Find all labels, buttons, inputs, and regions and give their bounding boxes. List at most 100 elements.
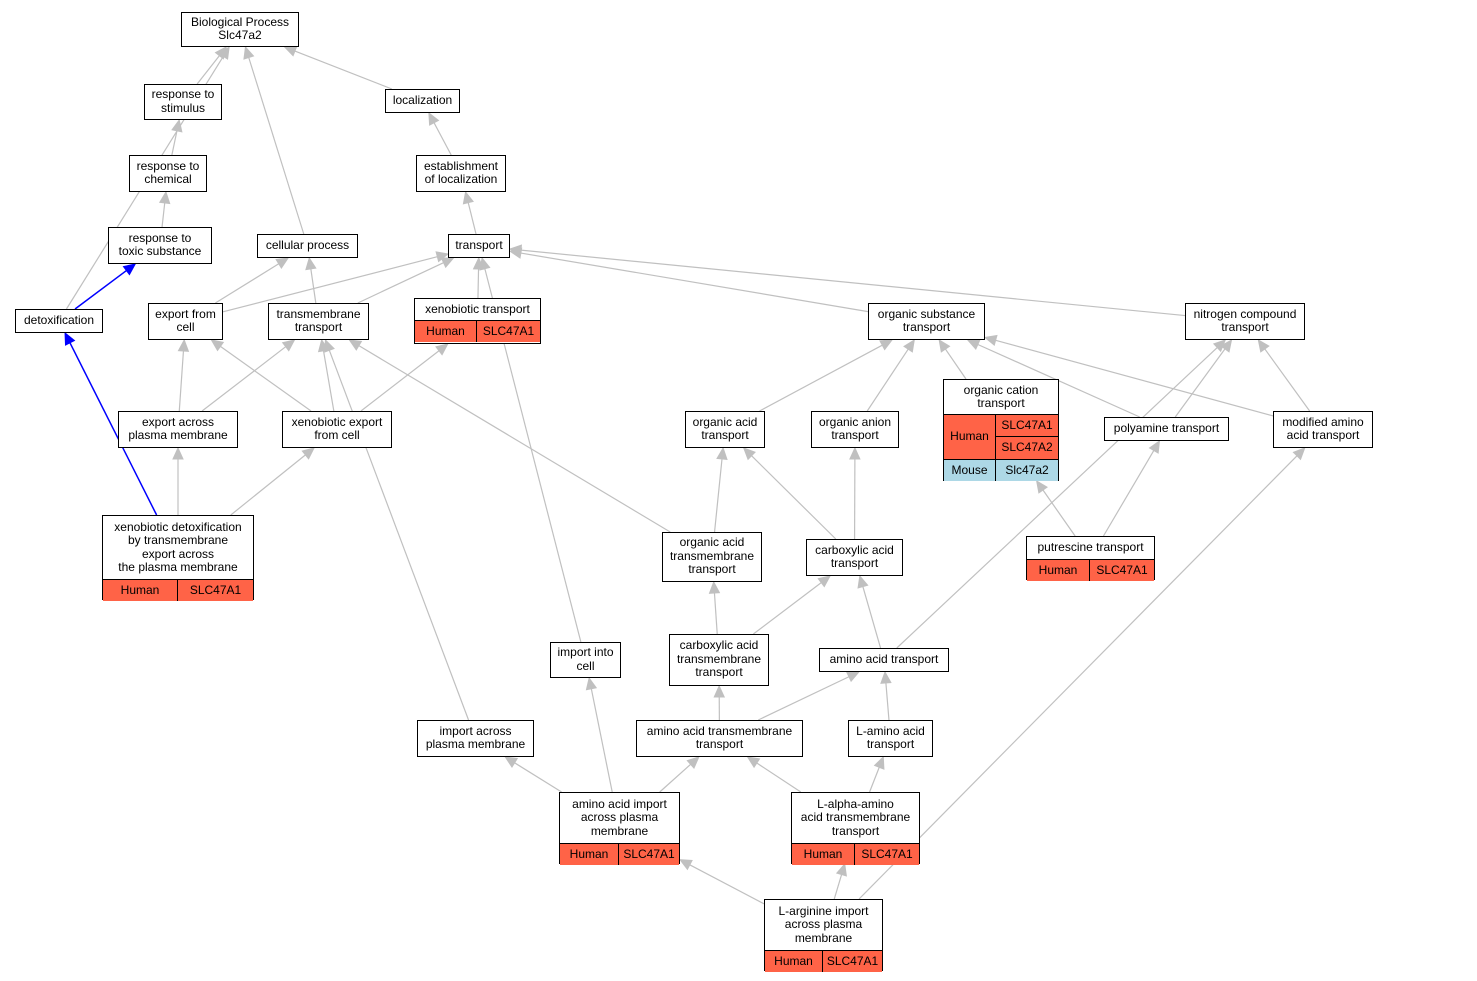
go-term-l-arginine-import[interactable]: L-arginine import across plasma membrane… bbox=[764, 899, 883, 972]
arrowhead bbox=[435, 343, 449, 356]
edge-export_across_pm-to-transmembrane_transport bbox=[201, 346, 287, 412]
edge-xenobiotic_transport-to-transport bbox=[477, 268, 480, 299]
gene-cell: SLC47A2 bbox=[996, 436, 1058, 457]
edge-l_alpha_amino-to-amino_acid_tm_transport bbox=[756, 762, 802, 793]
go-term-l-alpha-amino[interactable]: L-alpha-amino acid transmembrane transpo… bbox=[791, 792, 920, 865]
go-term-amino-acid-tm-transport[interactable]: amino acid transmembrane transport bbox=[636, 720, 803, 757]
edge-organic_acid_tm_transport-to-transmembrane_transport bbox=[358, 345, 671, 533]
edge-response_toxic-to-response_chemical bbox=[161, 202, 166, 228]
go-term-amino-acid-import[interactable]: amino acid import across plasma membrane… bbox=[559, 792, 680, 865]
go-term-label: nitrogen compound transport bbox=[1193, 306, 1297, 334]
go-term-label: L-amino acid transport bbox=[856, 723, 925, 751]
species-cell: Human bbox=[765, 951, 823, 972]
go-term-organic-anion-transport[interactable]: organic anion transport bbox=[811, 411, 899, 448]
go-term-response-stimulus[interactable]: response to stimulus bbox=[144, 84, 222, 120]
gene-cell: SLC47A1 bbox=[189, 583, 242, 597]
go-term-label: xenobiotic export from cell bbox=[291, 414, 383, 442]
go-term-label: modified amino acid transport bbox=[1282, 414, 1364, 442]
species-cell: Human bbox=[944, 415, 996, 459]
go-term-label: organic substance transport bbox=[877, 306, 976, 334]
go-term-organic-substance-transport[interactable]: organic substance transport bbox=[868, 303, 985, 340]
annotation-row-mouse: Mouse Slc47a2 bbox=[944, 458, 1058, 481]
annotation-row-human: Human SLC47A1 bbox=[792, 843, 919, 865]
arrowhead bbox=[210, 339, 225, 352]
go-term-carboxylic-acid-transport[interactable]: carboxylic acid transport bbox=[806, 539, 903, 576]
go-term-label: L-arginine import across plasma membrane bbox=[778, 903, 869, 945]
go-term-label: response to toxic substance bbox=[118, 230, 202, 258]
go-term-xenobiotic-export[interactable]: xenobiotic export from cell bbox=[282, 411, 392, 448]
go-term-response-chemical[interactable]: response to chemical bbox=[129, 155, 207, 192]
arrowhead bbox=[428, 111, 440, 126]
go-term-label: localization bbox=[392, 92, 453, 107]
arrowhead bbox=[275, 257, 290, 269]
go-term-organic-acid-tm-transport[interactable]: organic acid transmembrane transport bbox=[662, 532, 762, 582]
arrowhead bbox=[324, 338, 335, 353]
edge-amino_acid_import-to-import_into_cell bbox=[590, 688, 613, 793]
go-term-export-from-cell[interactable]: export from cell bbox=[148, 303, 223, 340]
arrowhead bbox=[835, 862, 847, 877]
arrowhead bbox=[1148, 439, 1161, 454]
edge-organic_anion_transport-to-organic_substance_transport bbox=[866, 348, 909, 412]
arrowhead bbox=[1220, 339, 1233, 353]
go-term-label: polyamine transport bbox=[1113, 420, 1220, 435]
go-term-establishment-localization[interactable]: establishment of localization bbox=[416, 155, 506, 192]
arrowhead bbox=[817, 575, 832, 588]
go-term-import-into-cell[interactable]: import into cell bbox=[550, 642, 621, 678]
edge-carboxylic_acid_tm_transport-to-organic_acid_tm_transport bbox=[713, 592, 718, 635]
edge-xenobiotic_export-to-xenobiotic_transport bbox=[360, 350, 440, 412]
go-term-carboxylic-acid-tm-transport[interactable]: carboxylic acid transmembrane transport bbox=[669, 634, 769, 686]
arrowhead bbox=[746, 756, 761, 769]
edge-carboxylic_acid_transport-to-organic_acid_transport bbox=[751, 455, 837, 540]
gene-cell: SLC47A1 bbox=[623, 847, 675, 861]
go-term-label: organic acid transmembrane transport bbox=[669, 535, 755, 577]
arrowhead bbox=[504, 756, 519, 768]
go-term-amino-acid-transport[interactable]: amino acid transport bbox=[819, 648, 949, 672]
go-term-polyamine-transport[interactable]: polyamine transport bbox=[1104, 417, 1229, 441]
annotation-row-human: Human SLC47A1 bbox=[103, 579, 253, 601]
gene-cell: Slc47a2 bbox=[1005, 462, 1049, 477]
go-term-detoxification[interactable]: detoxification bbox=[15, 309, 103, 333]
arrowhead bbox=[903, 338, 915, 353]
edge-carboxylic_acid_tm_transport-to-carboxylic_acid_transport bbox=[753, 582, 822, 635]
edge-organic_acid_transport-to-organic_substance_transport bbox=[759, 344, 883, 412]
go-term-xenobiotic-detox[interactable]: xenobiotic detoxification by transmembra… bbox=[102, 515, 254, 601]
go-term-localization[interactable]: localization bbox=[385, 89, 460, 113]
go-term-label: transport bbox=[455, 237, 503, 252]
edge-organic_substance_transport-to-transport bbox=[520, 252, 869, 313]
species-cell: Human bbox=[103, 580, 178, 601]
arrowhead bbox=[873, 755, 885, 770]
go-term-transmembrane-transport[interactable]: transmembrane transport bbox=[268, 303, 369, 340]
species-cell: Human bbox=[792, 844, 855, 865]
edge-amino_acid_import-to-amino_acid_tm_transport bbox=[659, 763, 692, 793]
go-term-bp-root[interactable]: Biological Process Slc47a2 bbox=[181, 12, 299, 47]
species-cell: Mouse bbox=[944, 459, 996, 481]
go-term-organic-acid-transport[interactable]: organic acid transport bbox=[685, 411, 765, 448]
go-term-label: amino acid transmembrane transport bbox=[646, 723, 793, 751]
edge-import_across_pm-to-transmembrane_transport bbox=[328, 350, 470, 721]
go-term-label: amino acid import across plasma membrane bbox=[572, 796, 667, 838]
go-term-import-across-pm[interactable]: import across plasma membrane bbox=[417, 720, 534, 757]
go-term-label: carboxylic acid transmembrane transport bbox=[676, 638, 762, 680]
go-term-label: transmembrane transport bbox=[276, 306, 361, 334]
go-term-transport[interactable]: transport bbox=[448, 234, 510, 258]
go-term-label: import into cell bbox=[557, 645, 614, 673]
arrowhead bbox=[243, 45, 255, 60]
go-term-cellular-process[interactable]: cellular process bbox=[257, 234, 358, 258]
go-term-nitrogen-compound-transport[interactable]: nitrogen compound transport bbox=[1185, 303, 1305, 340]
gene-cell: SLC47A1 bbox=[861, 847, 913, 861]
arrowhead bbox=[122, 263, 137, 276]
edge-l_arginine_import-to-amino_acid_import bbox=[689, 864, 765, 905]
go-term-l-amino-acid-transport[interactable]: L-amino acid transport bbox=[848, 720, 933, 757]
go-term-modified-amino-acid-transport[interactable]: modified amino acid transport bbox=[1273, 411, 1373, 448]
go-term-response-toxic[interactable]: response to toxic substance bbox=[108, 227, 212, 264]
go-term-export-across-pm[interactable]: export across plasma membrane bbox=[118, 411, 238, 448]
go-term-label: organic anion transport bbox=[818, 414, 892, 442]
edge-localization-to-bp_root bbox=[294, 50, 393, 90]
